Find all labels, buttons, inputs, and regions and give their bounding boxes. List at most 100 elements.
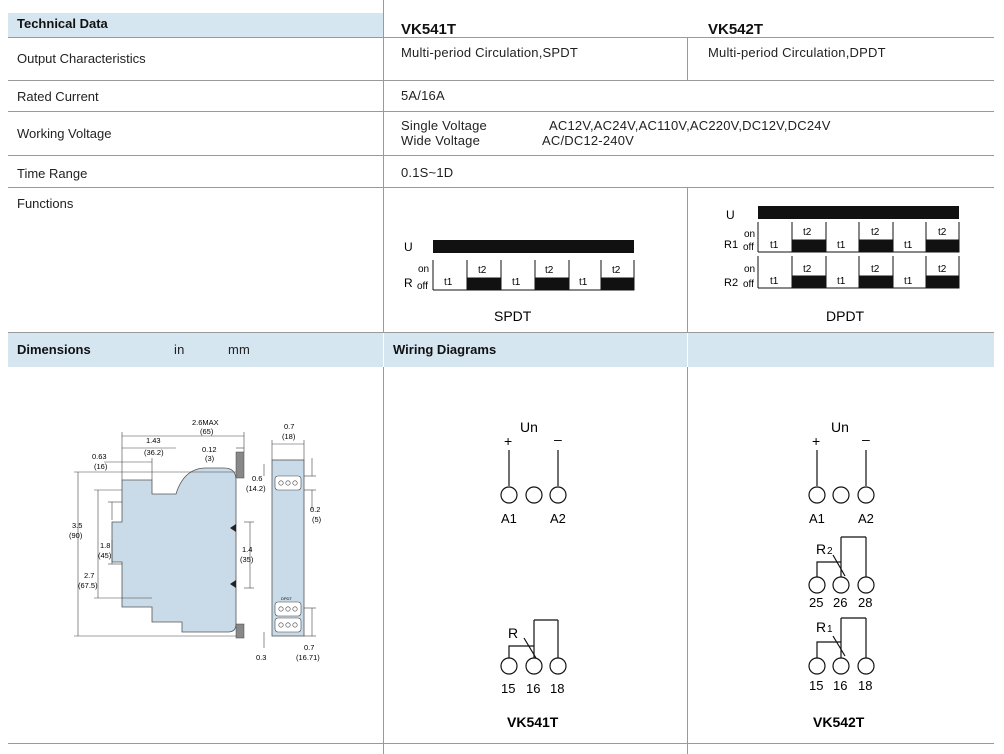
single-voltage-value: AC12V,AC24V,AC110V,AC220V,DC12V,DC24V <box>549 118 831 133</box>
wide-voltage-label: Wide Voltage <box>401 133 481 148</box>
r1-terminals <box>808 657 875 675</box>
dpdt-t2-label: t2 <box>803 264 812 275</box>
din-rail-clip <box>235 623 245 639</box>
dimension-lines <box>74 432 254 637</box>
r2-terminals <box>808 576 875 594</box>
terminal-18: 18 <box>550 681 564 696</box>
spdt-t1-label: t1 <box>579 277 588 288</box>
dpdt-t2-label: t2 <box>938 227 947 238</box>
dimensions-unit: mm <box>228 342 251 357</box>
dim-18: 1.8 <box>100 541 110 550</box>
dim-18-mm: (45) <box>98 551 112 560</box>
relay-r1-sub: 1 <box>827 624 833 635</box>
output-col2: Multi-period Circulation,DPDT <box>708 45 886 60</box>
dim-side-w-mm: (18) <box>282 432 296 441</box>
dim-07-mm: (16.71) <box>296 653 320 662</box>
dim-063: 0.63 <box>92 452 107 461</box>
terminal-18: 18 <box>858 678 872 693</box>
wiring-model-vk541t: VK541T <box>507 714 559 730</box>
supply-leads <box>508 450 559 486</box>
dimensions-in: in <box>174 342 185 357</box>
wiring-model-vk542t: VK542T <box>813 714 865 730</box>
dpdt-r2-label: R2 <box>724 277 738 289</box>
relay-r2-label: R <box>816 541 826 557</box>
dim-012: 0.12 <box>202 445 217 454</box>
bottom-border <box>8 743 994 744</box>
terminal-a2: A2 <box>550 511 566 526</box>
dpdt-off-label: off <box>743 242 754 253</box>
dpdt-t1-label: t1 <box>770 276 779 287</box>
rail-notch <box>230 580 236 588</box>
dim-06: 0.6 <box>252 474 262 483</box>
dim-35-mm: (90) <box>69 531 83 540</box>
terminal-a1: A1 <box>501 511 517 526</box>
side-model-tag: DPDT <box>281 596 292 601</box>
wiring-vk541t: Un + – A1 A2 R 15 16 18 VK541T <box>500 419 567 730</box>
dpdt-u-label: U <box>726 208 735 222</box>
relay-r2-sub: 2 <box>827 546 833 557</box>
dim-143-mm: (36.2) <box>144 448 164 457</box>
tech-header-bar <box>8 13 383 37</box>
side-terminal-top <box>274 475 302 633</box>
supply-terminals <box>500 486 567 504</box>
wide-voltage-value: AC/DC12-240V <box>542 133 634 148</box>
plus-sign: + <box>504 433 512 449</box>
dim-35: 3.5 <box>72 521 82 530</box>
spdt-r-label: R <box>404 276 413 290</box>
output-label: Output Characteristics <box>17 51 146 66</box>
din-rail-clip <box>235 451 245 479</box>
column-divider <box>687 187 688 754</box>
current-label: Rated Current <box>17 89 99 104</box>
col2-model-title: VK542T <box>708 21 764 38</box>
dim-14: 1.4 <box>242 545 252 554</box>
terminal-16: 16 <box>526 681 540 696</box>
dpdt-r2-track <box>757 256 960 289</box>
minus-sign: – <box>862 431 870 447</box>
terminal-26: 26 <box>833 595 847 610</box>
dimensions-title: Dimensions <box>17 342 91 357</box>
rail-notch <box>230 524 236 532</box>
terminal-16: 16 <box>833 678 847 693</box>
relay-r1-label: R <box>816 619 826 635</box>
un-label: Un <box>520 419 538 435</box>
dim-27: 2.7 <box>84 571 94 580</box>
row-divider <box>8 155 994 156</box>
supply-leads <box>816 450 867 486</box>
terminal-a2: A2 <box>858 511 874 526</box>
col1-model-title: VK541T <box>401 21 457 38</box>
dim-012-mm: (3) <box>205 454 215 463</box>
current-value: 5A/16A <box>401 88 445 103</box>
tech-data-title: Technical Data <box>17 16 108 31</box>
dpdt-r1-track <box>757 222 960 253</box>
dpdt-t1-label: t1 <box>770 240 779 251</box>
dpdt-timing-diagram: U on R1 off t1 t2 t1 t2 t1 t2 on R2 off … <box>724 206 960 324</box>
spdt-on-label: on <box>418 264 429 275</box>
supply-terminals <box>808 486 875 504</box>
minus-sign: – <box>554 431 562 447</box>
dpdt-t2-label: t2 <box>803 227 812 238</box>
row-divider <box>8 187 994 188</box>
dpdt-t1-label: t1 <box>837 240 846 251</box>
section2-header-bar <box>8 333 994 367</box>
time-range-value: 0.1S~1D <box>401 165 454 180</box>
spdt-caption: SPDT <box>494 308 532 324</box>
dpdt-t1-label: t1 <box>837 276 846 287</box>
dim-02: 0.2 <box>310 505 320 514</box>
column-divider <box>687 37 688 80</box>
terminal-15: 15 <box>501 681 515 696</box>
relay-r1-contact <box>816 617 867 658</box>
row-divider <box>8 37 994 38</box>
spdt-u-label: U <box>404 240 413 254</box>
dpdt-on-label: on <box>744 264 755 275</box>
relay-label: R <box>508 625 518 641</box>
row-divider <box>8 332 994 333</box>
single-voltage-label: Single Voltage <box>401 118 487 133</box>
output-col1: Multi-period Circulation,SPDT <box>401 45 579 60</box>
un-label: Un <box>831 419 849 435</box>
row-divider <box>8 80 994 81</box>
dpdt-r1-label: R1 <box>724 239 738 251</box>
dpdt-on-label: on <box>744 229 755 240</box>
row-divider <box>8 111 994 112</box>
spdt-t2-label: t2 <box>478 265 487 276</box>
dim-02-mm: (5) <box>312 515 322 524</box>
